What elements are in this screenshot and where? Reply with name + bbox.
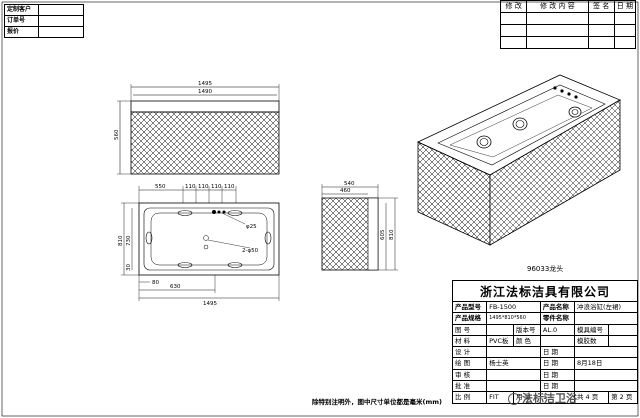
tb-design-date-label: 日 期 — [539, 346, 575, 359]
title-block: 产品型号 FB-1500 产品名称 冲浪浴缸(左裙) 产品规格 1495*810… — [451, 280, 639, 404]
tb-page-number: 第 2 页 — [608, 391, 638, 404]
front-dim-height: 560 — [114, 129, 120, 140]
tb-scale-label: 比 例 — [451, 391, 488, 404]
top-dim-phi25: φ25 — [246, 224, 257, 230]
tb-mold-no-label: 模具编号 — [573, 323, 610, 336]
top-dim-1495: 1495 — [203, 301, 217, 307]
tb-color-label: 颜 色 — [512, 334, 541, 348]
top-dim-110-c: 110 — [211, 184, 222, 190]
top-dim-110-a: 110 — [185, 184, 196, 190]
top-dim-810: 810 — [118, 235, 124, 246]
tb-review-label: 审 核 — [451, 368, 488, 382]
tb-material-label: 材 料 — [451, 334, 488, 348]
tb-design-label: 设 计 — [451, 346, 488, 359]
tb-total-pages: 共 4 页 — [573, 391, 610, 404]
tb-approve-date-label: 日 期 — [539, 380, 575, 393]
tb-drafter-label: 绘 图 — [451, 357, 488, 370]
top-dim-630: 630 — [170, 284, 181, 290]
quote-label: 报价 — [4, 26, 39, 38]
top-dim-110-d: 110 — [224, 184, 235, 190]
tb-drafter: 杨士英 — [486, 357, 541, 370]
watermark-text: 法标洁卫浴 — [522, 392, 577, 405]
faucet-reference: 96033龙头 — [527, 265, 564, 273]
tb-product-model-label: 产品型号 — [451, 300, 488, 314]
top-dim-80: 80 — [152, 280, 159, 286]
front-view — [117, 84, 280, 175]
tb-spec: 1495*810*560 — [486, 312, 541, 325]
tb-draft-date-label: 日 期 — [539, 357, 575, 370]
tb-version-label: 版本号 — [512, 323, 541, 336]
top-view — [121, 186, 280, 301]
tb-review-date-label: 日 期 — [539, 368, 575, 382]
top-dim-phi50: 2-φ50 — [242, 248, 259, 254]
tb-approve-label: 批 准 — [451, 380, 488, 393]
top-dim-550: 550 — [155, 184, 166, 190]
side-dim-605: 605 — [380, 229, 386, 240]
front-dim-inner: 1490 — [198, 89, 212, 95]
top-dim-110-b: 110 — [198, 184, 209, 190]
tb-draft-date: 8月18日 — [573, 357, 639, 370]
revision-table: 修 改 修 改 内 容 签 名 日 期 — [499, 0, 637, 49]
side-dim-810: 810 — [389, 229, 395, 240]
tb-material: PVC板 — [486, 334, 514, 348]
side-view — [321, 184, 398, 271]
tb-product-name-label: 产品名称 — [539, 300, 575, 314]
tb-mold-count-label: 模胶数 — [573, 334, 610, 348]
tb-product-name: 冲浪浴缸(左裙) — [573, 300, 639, 314]
top-dim-730: 730 — [126, 235, 132, 246]
wechat-icon — [508, 393, 520, 405]
tb-part-name-label: 零件名称 — [539, 312, 575, 325]
customer-block: 定制客户 订单号 报价 — [4, 4, 84, 38]
side-dim-540: 540 — [344, 181, 355, 187]
isometric-view — [417, 74, 621, 246]
watermark: 法标洁卫浴 — [508, 390, 577, 406]
top-dim-30: 30 — [126, 264, 132, 271]
tb-version: AL.0 — [539, 323, 575, 336]
side-dim-460: 460 — [340, 188, 351, 194]
tb-spec-label: 产品规格 — [451, 312, 488, 325]
front-dim-outer: 1495 — [198, 81, 212, 87]
tb-drawing-no-label: 图 号 — [451, 323, 488, 336]
units-note: 除特别注明外，图中尺寸单位都是毫米(mm) — [312, 398, 442, 406]
tb-product-model: FB-1500 — [486, 300, 541, 314]
